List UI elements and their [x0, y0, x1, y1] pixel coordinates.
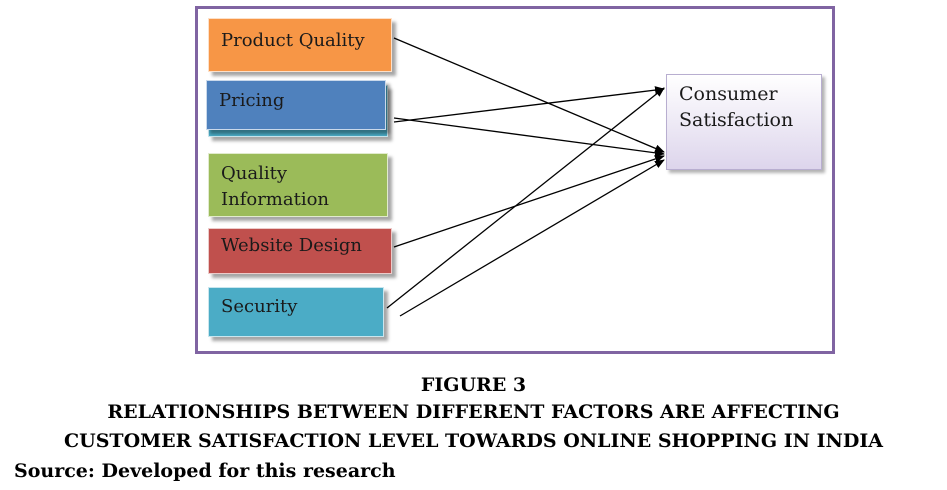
arrow-security-upper	[386, 87, 665, 309]
outcome-label-line1: Consumer	[679, 83, 778, 105]
factor-security-label: Security	[221, 296, 298, 317]
factor-quality-information: Quality Information	[208, 153, 388, 217]
arrow-pricing-lower	[393, 117, 665, 157]
factor-website-design: Website Design	[208, 228, 392, 274]
figure-caption-line2: CUSTOMER SATISFACTION LEVEL TOWARDS ONLI…	[64, 430, 883, 452]
factor-security: Security	[208, 287, 384, 337]
factor-pricing: Pricing	[206, 80, 386, 130]
factor-product-quality-label: Product Quality	[221, 30, 365, 51]
arrow-website-design	[393, 155, 665, 248]
figure-caption-line1: RELATIONSHIPS BETWEEN DIFFERENT FACTORS …	[107, 401, 840, 423]
figure-source: Source: Developed for this research	[14, 460, 396, 482]
outcome-label-line2: Satisfaction	[679, 109, 794, 131]
factor-quality-information-label-line1: Quality	[221, 163, 287, 184]
factor-pricing-label: Pricing	[219, 90, 285, 111]
factor-quality-information-label-line2: Information	[221, 189, 330, 210]
figure-number: FIGURE 3	[420, 374, 527, 396]
factor-website-design-label: Website Design	[221, 235, 363, 256]
arrow-security-lower	[399, 159, 665, 317]
outcome-consumer-satisfaction: Consumer Satisfaction	[666, 74, 822, 170]
arrow-pricing-upper	[393, 86, 665, 123]
factor-product-quality: Product Quality	[208, 18, 392, 72]
arrow-product-quality	[393, 37, 665, 153]
